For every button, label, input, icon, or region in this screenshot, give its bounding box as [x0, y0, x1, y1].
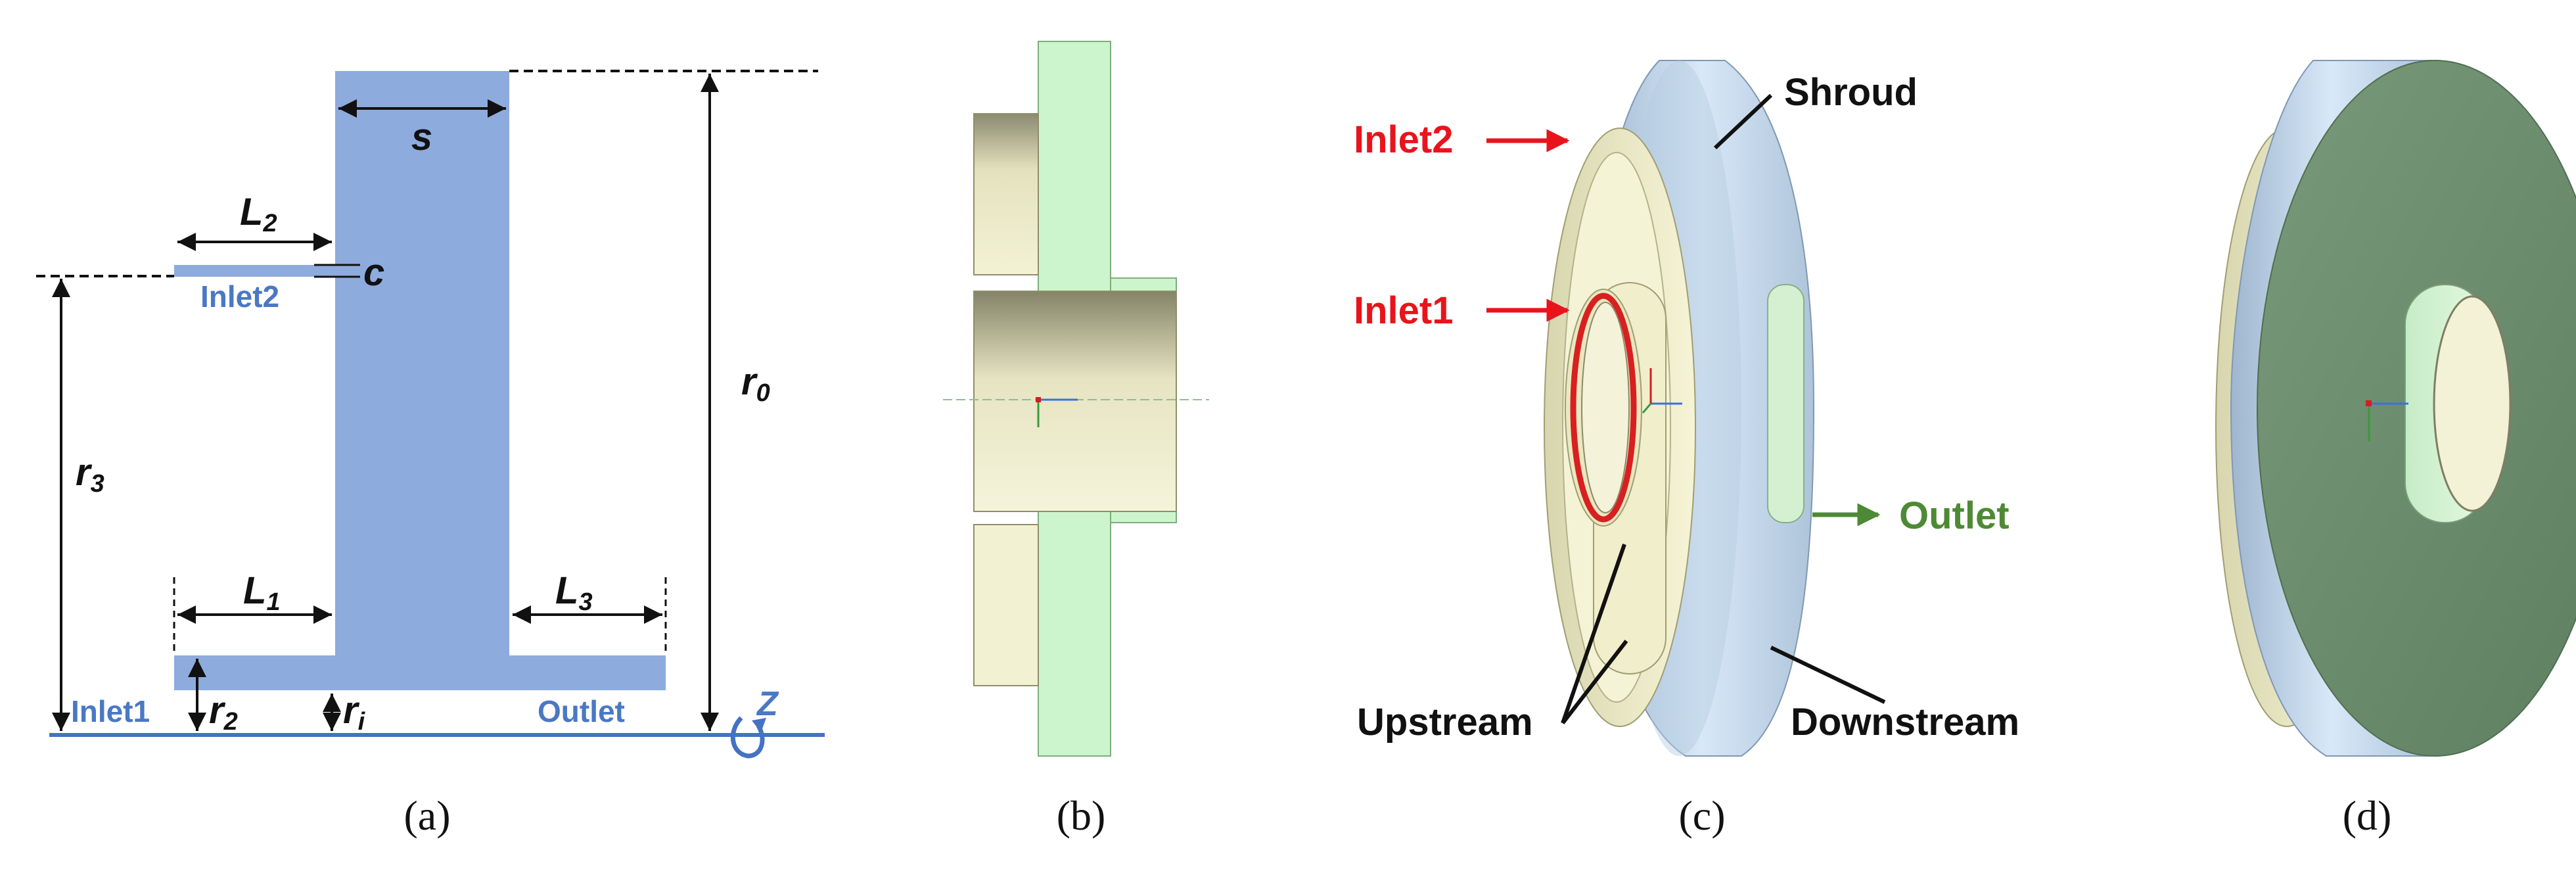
upstream-label: Upstream [1357, 701, 1533, 743]
axis-triad-icon [2366, 400, 2408, 442]
caption-b: (b) [1057, 792, 1106, 839]
inlet1-label: Inlet1 [71, 694, 150, 728]
panel-b-cross-section: (b) [943, 41, 1209, 839]
r0-label: r0 [741, 360, 770, 407]
l2-label: L2 [240, 191, 277, 237]
shroud-leader-line [1713, 93, 1773, 150]
downstream-label: Downstream [1791, 701, 2019, 743]
inlet2-label: Inlet2 [200, 279, 279, 314]
panel-d-3d-view: (d) [2215, 60, 2576, 839]
panel-c-3d-view: Inlet2 Inlet1 Shroud Outlet Upstream Dow… [1354, 60, 2019, 839]
stator-part [973, 113, 1177, 686]
stator-lower [973, 524, 1039, 686]
axis-triad-icon [1036, 397, 1078, 427]
axis-triad-icon [1642, 368, 1682, 413]
z-axis-label: Z [756, 685, 779, 723]
rotor-hub-3d [1767, 284, 1805, 523]
ri-label: ri [343, 689, 366, 736]
rotation-z-icon [730, 716, 766, 759]
caption-d: (d) [2343, 792, 2392, 839]
r2-label: r2 [209, 689, 238, 736]
r3-label: r3 [76, 451, 104, 498]
inlet1-3d-label: Inlet1 [1354, 289, 1454, 332]
shroud-label: Shroud [1784, 71, 1918, 114]
outlet-label: Outlet [538, 694, 625, 728]
l3-label: L3 [555, 569, 593, 616]
s-label: s [411, 116, 432, 158]
downstream-leader-line [1770, 646, 1886, 704]
l1-label: L1 [243, 569, 281, 616]
stator-upper [973, 113, 1039, 275]
upstream-leader-line-2 [1561, 640, 1628, 724]
fluid-domain [174, 71, 666, 690]
inlet2-3d-label: Inlet2 [1354, 118, 1454, 161]
inlet1-bore-highlight [1570, 293, 1637, 523]
inlet2-channel-region [174, 265, 335, 277]
panel-a-schematic: s L2 c Inlet2 r0 r3 L1 L3 r2 ri Inlet1 O… [36, 70, 825, 839]
rotor-hub-bore [2404, 284, 2512, 523]
caption-a: (a) [403, 792, 450, 839]
axial-channel-region [174, 655, 666, 690]
bore-section [973, 291, 1177, 512]
outlet-3d-label: Outlet [1899, 494, 2010, 537]
c-label: c [363, 251, 384, 294]
inlet1-bore [1581, 302, 1630, 513]
cavity-gap-region [335, 71, 509, 690]
upstream-leader-line-1 [1561, 544, 1626, 724]
caption-c: (c) [1678, 792, 1725, 839]
